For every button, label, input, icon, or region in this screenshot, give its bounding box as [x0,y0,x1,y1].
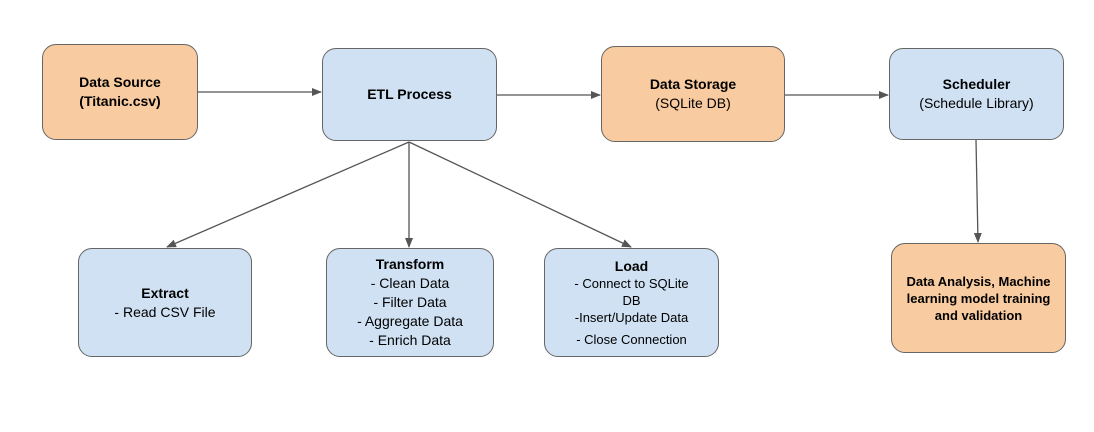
data-source-file: (Titanic.csv) [79,93,161,109]
extract-node: Extract - Read CSV File [78,248,252,357]
load-title: Load [614,257,649,274]
scheduler-library: (Schedule Library) [919,95,1034,111]
load-node: Load - Connect to SQLite DB -Insert/Upda… [544,248,719,357]
transform-step: - Enrich Data [369,332,451,348]
load-step: - Connect to SQLite [574,275,689,291]
data-storage-node: Data Storage (SQLite DB) [601,46,785,142]
data-source-title: Data Source [79,74,161,90]
data-source-node: Data Source (Titanic.csv) [42,44,198,140]
extract-title: Extract [141,284,189,301]
edge-etl-to-load [408,141,632,248]
transform-step: - Aggregate Data [357,313,463,329]
transform-node: Transform - Clean Data - Filter Data - A… [326,248,494,357]
transform-step: - Filter Data [373,294,447,310]
data-analysis-node: Data Analysis, Machine learning model tr… [891,243,1066,353]
edge-scheduler-to-analysis [973,139,982,243]
edge-etl-to-extract [166,141,410,248]
extract-step: - Read CSV File [114,303,216,320]
etl-process-node: ETL Process [322,48,497,141]
scheduler-title: Scheduler [942,76,1011,92]
transform-step: - Clean Data [370,275,450,291]
load-step: DB [622,292,641,308]
data-storage-title: Data Storage [649,76,737,92]
etl-process-title: ETL Process [367,86,452,102]
data-analysis-title: Data Analysis, Machine learning model tr… [906,273,1051,323]
scheduler-node: Scheduler (Schedule Library) [889,48,1064,140]
load-step: - Close Connection [576,331,687,347]
transform-title: Transform [375,256,445,272]
load-step: -Insert/Update Data [574,309,689,325]
data-storage-db: (SQLite DB) [655,95,731,111]
